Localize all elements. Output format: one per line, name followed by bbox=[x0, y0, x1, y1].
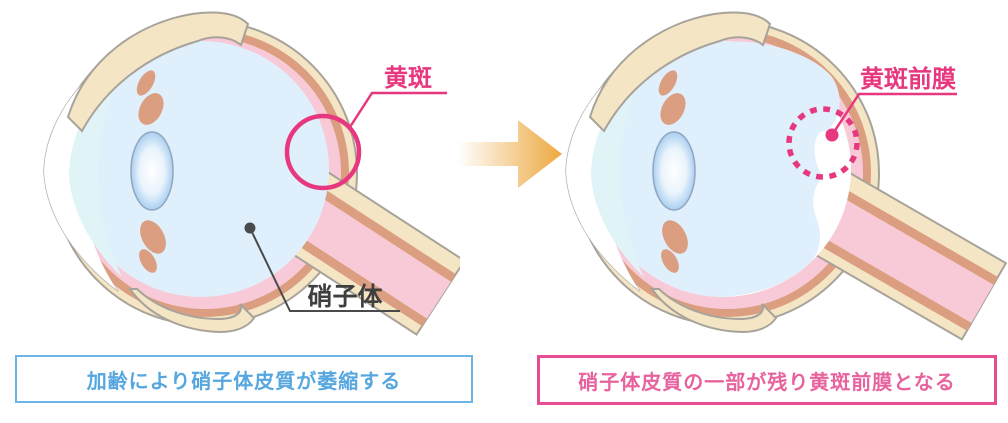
vitreous-pointer-line bbox=[249, 227, 400, 312]
superior-muscle bbox=[66, 11, 250, 133]
anterior-chamber bbox=[591, 67, 644, 277]
erm-dotted-circle-annotation bbox=[786, 106, 860, 180]
vitreous-cortex-remnant bbox=[814, 131, 838, 179]
right-caption-text: 硝子体皮質の一部が残り黄斑前膜となる bbox=[578, 369, 956, 394]
erm-label: 黄斑前膜 bbox=[860, 65, 956, 93]
vitreous-body-shrunken bbox=[595, 41, 840, 297]
left-caption-text: 加齢により硝子体皮質が萎縮する bbox=[86, 368, 402, 393]
inferior-muscle bbox=[128, 288, 256, 334]
ciliary-body bbox=[658, 70, 688, 273]
macula-pointer-line bbox=[348, 91, 447, 128]
vitreous-label: 硝子体 bbox=[307, 282, 383, 311]
left-eye-illustration: 黄斑 硝子体 bbox=[43, 11, 460, 336]
macula-circle-annotation bbox=[284, 113, 362, 191]
arrow-right-icon bbox=[458, 120, 562, 188]
lens bbox=[130, 131, 174, 211]
right-eye-illustration: 黄斑前膜 bbox=[565, 11, 1008, 341]
lens bbox=[652, 131, 696, 211]
vitreous-body bbox=[73, 41, 329, 297]
superior-muscle bbox=[588, 11, 772, 133]
erm-dot-marker bbox=[825, 128, 839, 142]
right-caption-box: 硝子体皮質の一部が残り黄斑前膜となる bbox=[537, 355, 997, 405]
left-caption-box: 加齢により硝子体皮質が萎縮する bbox=[15, 355, 473, 403]
erm-pointer-line bbox=[830, 92, 957, 136]
macula-label: 黄斑 bbox=[384, 64, 432, 92]
arrow-shape bbox=[458, 120, 562, 188]
ciliary-body bbox=[136, 70, 166, 273]
anterior-chamber bbox=[69, 67, 122, 277]
inferior-muscle bbox=[650, 288, 778, 334]
